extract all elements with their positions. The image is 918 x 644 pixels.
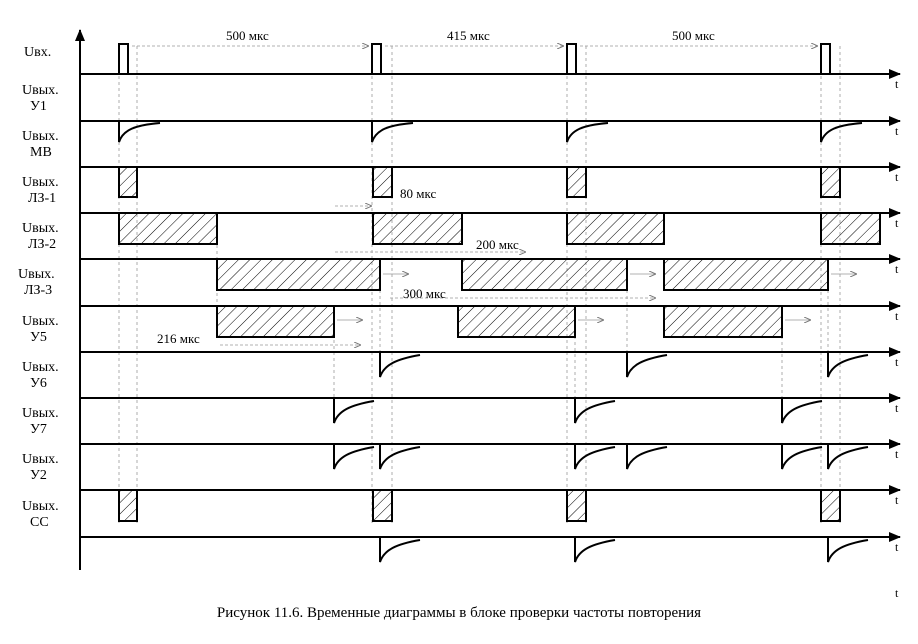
pulse-lz2 (566, 212, 665, 245)
pulse-lz2 (820, 212, 881, 245)
pulse-lz2 (118, 212, 218, 245)
t-label: t (895, 309, 899, 323)
row-label-y7-2: У7 (30, 422, 47, 437)
row-label-y1-1: Uвых. (22, 83, 59, 98)
row-label-y6-1: Uвых. (22, 360, 59, 375)
pulse-y5 (216, 305, 335, 338)
interval-label-2: 415 мкс (447, 28, 490, 43)
row-label-y6-2: У6 (30, 376, 47, 391)
delay-arrows (220, 206, 856, 345)
pulse-lz1 (566, 166, 587, 198)
delay-label-lz2: 200 мкс (476, 237, 519, 252)
pulse-cc (372, 489, 393, 522)
row-label-lz1-1: Uвых. (22, 175, 59, 190)
row-label-cc-1: Uвых. (22, 499, 59, 514)
t-label: t (895, 355, 899, 369)
t-label: t (895, 124, 899, 138)
row-label-cc-2: СС (30, 515, 49, 530)
delay-label-y5: 216 мкс (157, 331, 200, 346)
row-label-y7-1: Uвых. (22, 406, 59, 421)
pulse-cc (566, 489, 587, 522)
pulse-lz1 (118, 166, 138, 198)
hatched-pulses (118, 166, 881, 522)
t-label: t (895, 77, 899, 91)
pulse-y5 (663, 305, 783, 338)
t-label: t (895, 586, 899, 600)
row-label-y5-2: У5 (30, 330, 47, 345)
t-label: t (895, 540, 899, 554)
t-label: t (895, 262, 899, 276)
pulse-cc (820, 489, 841, 522)
row-label-y5-1: Uвых. (22, 314, 59, 329)
exponential-pulses (118, 121, 869, 563)
row-label-lz2-1: Uвых. (22, 221, 59, 236)
row-label-in-1: Uвх. (24, 45, 51, 60)
delay-label-lz3: 300 мкс (403, 286, 446, 301)
pulse-lz3 (216, 258, 381, 291)
row-label-lz1-2: ЛЗ-1 (28, 191, 56, 206)
delay-label-lz1: 80 мкс (400, 186, 436, 201)
pulse-lz2 (372, 212, 463, 245)
row-label-lz3-1: Uвых. (18, 267, 55, 282)
row-label-lz2-2: ЛЗ-2 (28, 237, 56, 252)
t-label: t (895, 401, 899, 415)
t-label: t (895, 170, 899, 184)
row-label-mv-2: МВ (30, 145, 52, 160)
row-label-y1-2: У1 (30, 99, 47, 114)
input-pulses (118, 43, 831, 74)
interval-label-1: 500 мкс (226, 28, 269, 43)
row-labels: Uвх. Uвых. У1 Uвых. МВ Uвых. ЛЗ-1 Uвых. … (18, 45, 59, 530)
figure-caption: Рисунок 11.6. Временные диаграммы в блок… (216, 605, 702, 621)
pulse-cc (118, 489, 138, 522)
row-label-mv-1: Uвых. (22, 129, 59, 144)
pulse-lz3 (663, 258, 829, 291)
t-label: t (895, 216, 899, 230)
t-label: t (895, 447, 899, 461)
interval-label-3: 500 мкс (672, 28, 715, 43)
pulse-lz1 (820, 166, 841, 198)
row-label-y2-1: Uвых. (22, 452, 59, 467)
pulse-y5 (457, 305, 576, 338)
row-label-lz3-2: ЛЗ-3 (24, 283, 52, 298)
pulse-lz1 (372, 166, 393, 198)
pulse-lz3 (461, 258, 628, 291)
t-label: t (895, 493, 899, 507)
t-labels: t t t t t t t t t t t t (895, 77, 899, 600)
row-label-y2-2: У2 (30, 468, 47, 483)
